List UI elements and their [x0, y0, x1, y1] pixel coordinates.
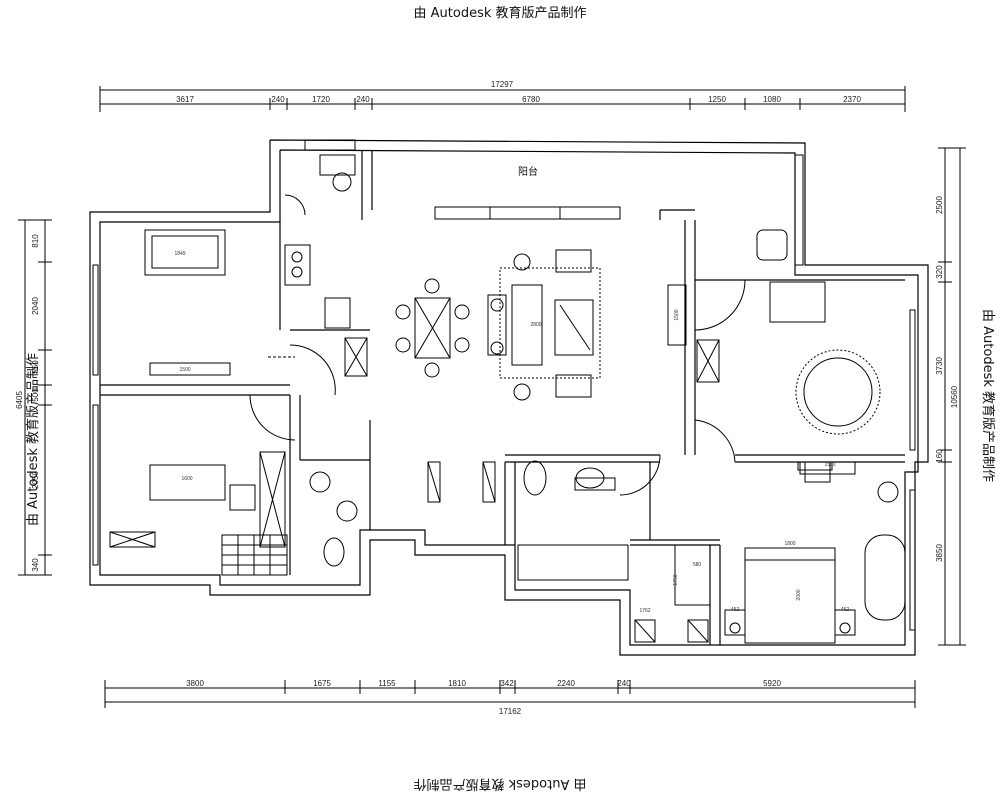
dimension-bottom-7: 5920 — [763, 679, 781, 688]
top-dimension-labels: 17297 3617 240 1720 240 6780 1250 1080 2370 — [176, 80, 861, 104]
dimension-right-3: 160 — [935, 449, 944, 463]
tv-cabinet-living — [434, 206, 621, 220]
bottom-dimension-labels: 17162 3800 1675 1155 1810 342 2240 240 5920 — [186, 679, 781, 716]
tv-cabinet-left-room — [149, 362, 231, 376]
room-label-balcony: 阳台 — [518, 165, 538, 178]
top-dimension-chain — [99, 86, 906, 112]
left-dimension-labels: 6405 810 2040 550 500 2050 340 — [15, 234, 40, 572]
furniture-label-living_table: 2800 — [530, 322, 541, 328]
kitchen-fixtures — [284, 154, 356, 329]
dimension-left-3: 500 — [31, 388, 40, 402]
furniture-dimension-labels: 1849 1500 1600 2800 1500 1500 1800 2000 1762 1750… — [174, 251, 849, 614]
dimension-top-0: 3617 — [176, 95, 194, 104]
wardrobes — [344, 284, 720, 643]
dimension-bottom-0: 3800 — [186, 679, 204, 688]
watermark-top: 由 Autodesk 教育版产品制作 — [413, 6, 587, 21]
furniture-label-tv_cabinet_left: 1500 — [179, 367, 190, 373]
dimension-top-7: 2370 — [843, 95, 861, 104]
dimension-bottom-5: 2240 — [557, 679, 575, 688]
dimension-top-2: 1720 — [312, 95, 330, 104]
dimension-bottom-1: 1675 — [313, 679, 331, 688]
dimension-top-1: 240 — [271, 95, 285, 104]
doors — [249, 279, 746, 496]
dimension-bottom-2: 1155 — [378, 679, 396, 688]
dimension-right-1: 320 — [935, 265, 944, 279]
dimension-left-5: 340 — [31, 558, 40, 572]
dimension-top-3: 240 — [356, 95, 370, 104]
dimension-top-6: 1080 — [763, 95, 781, 104]
dimension-top-4: 6780 — [522, 95, 540, 104]
left-dimension-chain — [18, 219, 52, 576]
furniture-label-nightstand_r: 452 — [841, 607, 850, 613]
dimension-right-4: 3850 — [935, 544, 944, 562]
sofa-group — [487, 249, 601, 401]
dimension-bottom-6: 240 — [617, 679, 631, 688]
furniture-label-wardrobe_a: 1762 — [639, 608, 650, 614]
walls — [89, 139, 929, 656]
dimension-left-2: 550 — [31, 360, 40, 374]
dimension-total-right: 10560 — [950, 385, 959, 408]
furniture-label-wardrobe_b: 1750 — [673, 574, 679, 585]
furniture-label-wardrobe_c: 580 — [693, 562, 702, 568]
windows — [92, 139, 916, 631]
furniture-label-tv_cabinet_right: 1500 — [824, 462, 835, 468]
dimension-bottom-3: 1810 — [448, 679, 466, 688]
furniture-label-bed_inner: 2000 — [796, 589, 802, 600]
furniture-label-sofa_small: 1849 — [174, 251, 185, 257]
master-bed — [744, 547, 836, 644]
desk — [149, 464, 226, 501]
round-rug — [795, 349, 881, 435]
dimension-bottom-4: 342 — [500, 679, 514, 688]
furniture-label-nightstand_l: 452 — [731, 607, 740, 613]
bed-upper-room — [769, 281, 826, 323]
right-dimension-chain — [938, 147, 966, 646]
furniture-label-bed: 1800 — [784, 541, 795, 547]
sofa-left-room — [144, 229, 226, 276]
right-dimension-labels: 10560 2500 320 3730 160 3850 — [935, 196, 959, 562]
bottom-dimension-chain — [104, 680, 916, 708]
dimension-top-5: 1250 — [708, 95, 726, 104]
bathroom-fixtures — [309, 460, 629, 581]
dimension-total-left: 6405 — [15, 391, 24, 409]
dimension-right-0: 2500 — [935, 196, 944, 214]
dimension-right-2: 3730 — [935, 357, 944, 375]
dimension-total-bottom: 17162 — [499, 707, 522, 716]
dimension-left-1: 2040 — [31, 297, 40, 315]
furniture-label-desk: 1600 — [181, 476, 192, 482]
dimension-left-4: 2050 — [31, 471, 40, 489]
dimension-left-0: 810 — [31, 234, 40, 248]
dining-table — [395, 278, 470, 378]
dimension-total-top: 17297 — [491, 80, 514, 89]
furniture-label-cabinet_right: 1500 — [674, 309, 680, 320]
